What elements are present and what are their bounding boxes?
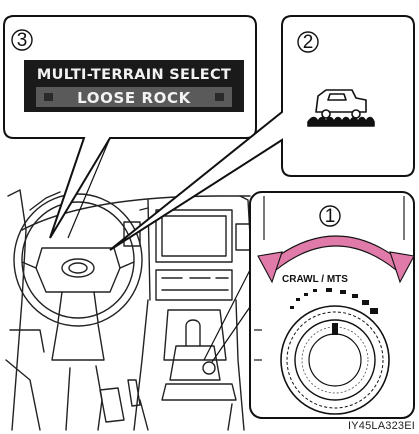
crawl-mts-dial[interactable] <box>281 306 389 414</box>
mode-bar-left-marker <box>44 93 53 101</box>
dashboard-drawing <box>6 190 250 430</box>
display-mode: LOOSE ROCK <box>77 89 192 107</box>
console-dial-marker <box>203 362 215 374</box>
callout-number-2: 2 <box>303 32 314 53</box>
display-title: MULTI-TERRAIN SELECT <box>37 67 231 83</box>
mode-bar-right-marker <box>215 93 224 101</box>
callout-number-3: 3 <box>17 30 28 51</box>
figure-code: IY45LA323EI <box>348 420 415 432</box>
callout-number-1: 1 <box>325 206 336 227</box>
dial-label: CRAWL / MTS <box>282 274 348 285</box>
